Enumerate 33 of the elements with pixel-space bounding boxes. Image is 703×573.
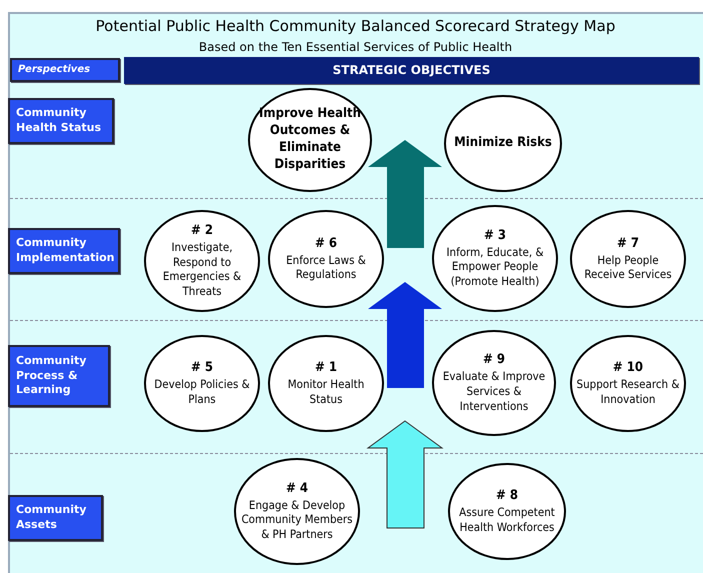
objective-text: Monitor Health Status	[286, 377, 366, 407]
objective-text: Minimize Risks	[454, 135, 552, 152]
perspective-label: Community Health Status	[8, 98, 114, 144]
objective-text: Improve Health Outcomes & Eliminate Disparities	[258, 106, 362, 174]
objective-number: # 7	[616, 236, 639, 252]
objective-text: Inform, Educate, & Empower People (Promote Health)	[445, 244, 545, 290]
objective-number: # 3	[484, 228, 506, 245]
perspective-label: Perspectives	[10, 58, 120, 82]
objective-text: Develop Policies & Plans	[153, 377, 251, 407]
objective-number: # 2	[190, 222, 213, 240]
objective-number: # 8	[496, 488, 518, 505]
objective-text: Assure Competent Health Workforces	[458, 505, 556, 535]
perspective-label: Community Assets	[8, 495, 103, 541]
block-arrow	[368, 140, 442, 248]
objective-number: # 10	[612, 360, 644, 377]
objective-text: Evaluate & Improve Services & Interventions	[442, 369, 546, 414]
perspective-label: Community Process & Learning	[8, 345, 110, 407]
objective-text: Enforce Laws & Regulations	[285, 252, 367, 282]
objective-number: # 5	[190, 360, 213, 377]
header-bar: STRATEGIC OBJECTIVES	[124, 57, 699, 84]
diagram-title: Potential Public Health Community Balanced Scorecard Strategy Map	[94, 17, 616, 35]
objective-text: Help People Receive Services	[583, 252, 673, 282]
objective-text: Engage & Develop Community Members & PH Partners	[240, 498, 354, 542]
block-arrow	[366, 420, 444, 528]
objective-number: # 9	[482, 352, 505, 370]
objective-number: # 1	[314, 360, 337, 377]
diagram-subtitle: Based on the Ten Essential Services of Public Health	[198, 40, 514, 54]
perspective-label: Community Implementation	[8, 228, 120, 274]
objective-text: Support Research & Innovation	[576, 377, 680, 407]
block-arrow	[368, 282, 442, 388]
objective-number: # 4	[286, 480, 308, 498]
objective-number: # 6	[314, 236, 337, 252]
objective-text: Investigate, Respond to Emergencies & Threats	[162, 240, 242, 300]
